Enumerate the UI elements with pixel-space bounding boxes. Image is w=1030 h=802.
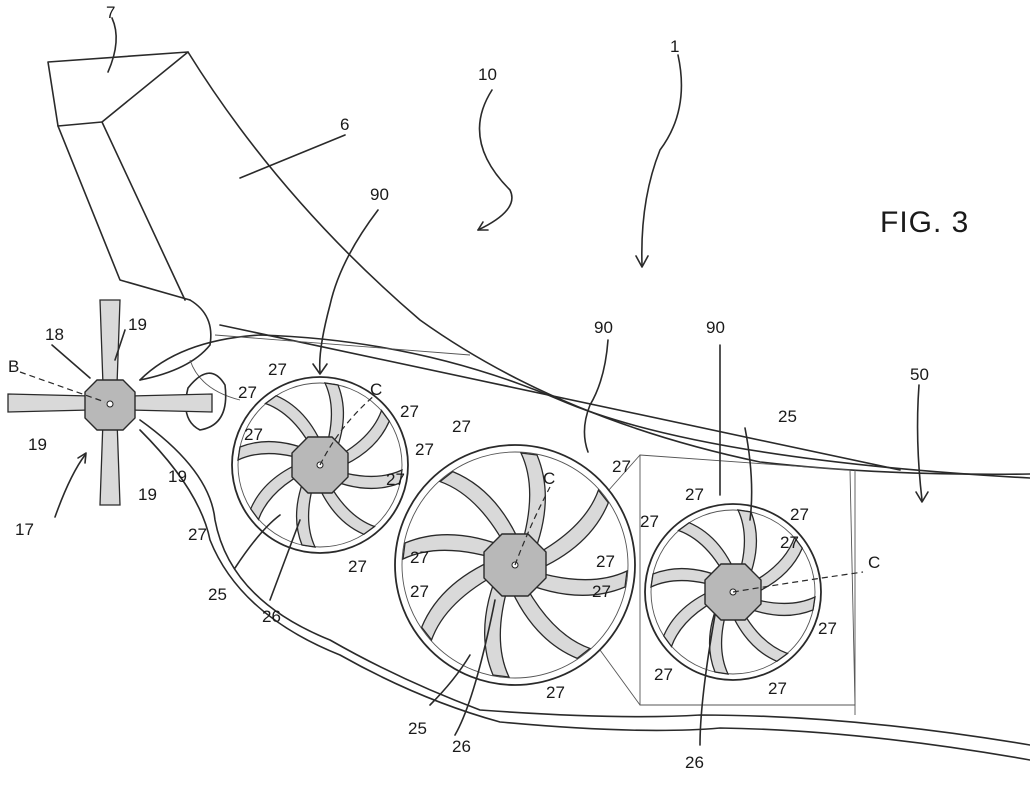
tail-fin	[47, 51, 1030, 476]
label-25-middle: 25	[408, 719, 427, 738]
label-27: 27	[244, 425, 263, 444]
label-27: 27	[410, 548, 429, 567]
label-27: 27	[685, 485, 704, 504]
label-90-second: 90	[594, 318, 613, 337]
label-27: 27	[612, 457, 631, 476]
label-25-left: 25	[208, 585, 227, 604]
label-27: 27	[596, 552, 615, 571]
fuselage	[139, 299, 1030, 761]
label-7: 7	[106, 3, 115, 22]
label-19-left: 19	[28, 435, 47, 454]
label-90-third: 90	[706, 318, 725, 337]
label-27: 27	[546, 683, 565, 702]
label-27: 27	[268, 360, 287, 379]
label-25-right: 25	[778, 407, 797, 426]
label-B: B	[8, 357, 19, 376]
label-10: 10	[478, 65, 497, 84]
label-27: 27	[768, 679, 787, 698]
label-27: 27	[188, 525, 207, 544]
label-27: 27	[818, 619, 837, 638]
label-27: 27	[415, 440, 434, 459]
label-26-right: 26	[685, 753, 704, 772]
reference-labels: FIG. 3 7 6 10 1 90 90 90 50 18 19 B 19 1…	[8, 3, 969, 772]
label-26-middle: 26	[452, 737, 471, 756]
label-27: 27	[790, 505, 809, 524]
label-27: 27	[400, 402, 419, 421]
label-C-third: C	[868, 553, 880, 572]
figure-title: FIG. 3	[880, 206, 969, 239]
label-90-first: 90	[370, 185, 389, 204]
label-19-top: 19	[128, 315, 147, 334]
fan-2	[394, 444, 636, 686]
label-50: 50	[910, 365, 929, 384]
label-27: 27	[654, 665, 673, 684]
label-18: 18	[45, 325, 64, 344]
label-27: 27	[592, 582, 611, 601]
label-26-left: 26	[262, 607, 281, 626]
label-6: 6	[340, 115, 349, 134]
leader-lines	[51, 17, 929, 746]
label-1: 1	[670, 37, 679, 56]
label-27: 27	[348, 557, 367, 576]
label-27: 27	[386, 470, 405, 489]
label-19-right: 19	[168, 467, 187, 486]
label-27: 27	[780, 533, 799, 552]
fan-3	[644, 503, 864, 681]
label-27: 27	[452, 417, 471, 436]
label-27: 27	[640, 512, 659, 531]
label-C-second: C	[543, 469, 555, 488]
label-27: 27	[410, 582, 429, 601]
fan-1	[231, 376, 409, 554]
label-C-first: C	[370, 380, 382, 399]
tail-rotor	[7, 299, 213, 506]
label-19-bottom: 19	[138, 485, 157, 504]
label-17: 17	[15, 520, 34, 539]
label-27: 27	[238, 383, 257, 402]
